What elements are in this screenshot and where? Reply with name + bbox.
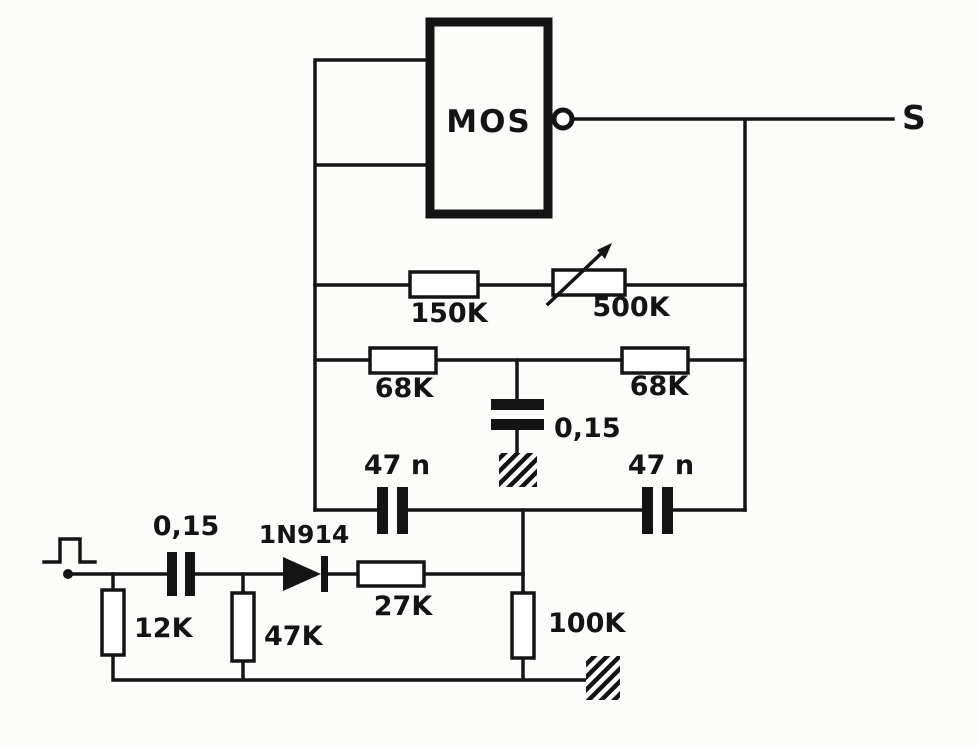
variable-arrow-icon — [545, 244, 611, 307]
diode-1n914-label: 1N914 — [259, 520, 350, 549]
resistor-12k-label: 12K — [134, 613, 194, 644]
variable-arrowhead-icon — [597, 243, 612, 259]
resistor-150k: 150K — [408, 270, 489, 329]
capacitor-47n-right: 47 n — [628, 450, 694, 534]
wire-rows — [313, 283, 747, 512]
capacitor-plate — [662, 487, 673, 534]
capacitor-47n-right-label: 47 n — [628, 450, 694, 481]
resistor-500k-body — [551, 268, 627, 297]
resistor-68k-left-body — [368, 346, 438, 375]
diode-1n914: 1N914 — [259, 520, 350, 592]
capacitor-plate — [167, 552, 177, 596]
capacitor-015-input-label: 0,15 — [153, 511, 220, 542]
capacitor-plate — [397, 487, 408, 534]
diode-triangle-icon — [283, 557, 321, 591]
resistor-47k: 47K — [230, 591, 324, 663]
capacitor-plate — [377, 487, 388, 534]
resistor-12k: 12K — [100, 588, 194, 657]
resistor-27k-body — [356, 560, 426, 588]
wire-output — [570, 117, 895, 512]
pulse-input — [42, 537, 97, 579]
mos-gate-body — [425, 17, 553, 219]
resistor-68k-right-label: 68K — [630, 371, 690, 402]
resistor-500k-variable: 500K — [545, 243, 671, 323]
resistor-12k-body — [100, 588, 126, 657]
capacitor-plate — [642, 487, 653, 534]
resistor-100k-label: 100K — [548, 608, 626, 639]
ground-symbol — [586, 656, 620, 700]
resistor-500k-label: 500K — [592, 292, 670, 323]
resistor-100k-body — [510, 591, 536, 660]
resistor-68k-right: 68K — [620, 346, 690, 402]
wire-bottom-net — [111, 572, 590, 682]
capacitor-47n-left-label: 47 n — [364, 450, 430, 481]
inverter-bubble-icon — [551, 107, 575, 131]
resistor-27k-label: 27K — [374, 591, 434, 622]
output-terminal-label: S — [902, 98, 926, 137]
resistor-47k-body — [230, 591, 256, 663]
wire-net — [66, 58, 895, 682]
capacitor-plate — [491, 419, 544, 430]
capacitor-47n-left: 47 n — [364, 450, 430, 534]
pulse-waveform-icon — [42, 537, 97, 564]
resistor-100k: 100K — [510, 591, 626, 660]
mos-gate-label: MOS — [446, 104, 532, 140]
capacitor-015-ground: 0,15 — [491, 399, 621, 487]
capacitor-015-ground-label: 0,15 — [554, 413, 621, 444]
resistor-27k: 27K — [356, 560, 434, 622]
resistor-68k-left: 68K — [368, 346, 438, 404]
input-terminal-dot — [63, 569, 73, 579]
resistor-68k-right-body — [620, 346, 690, 375]
ground-symbol — [499, 453, 537, 487]
capacitor-plate — [491, 399, 544, 410]
diode-cathode-bar — [321, 556, 328, 592]
resistor-47k-label: 47K — [264, 621, 324, 652]
resistor-150k-body — [408, 270, 480, 299]
capacitor-015-input: 0,15 — [153, 511, 220, 596]
mos-gate: MOS — [425, 17, 575, 219]
resistor-68k-left-label: 68K — [375, 373, 435, 404]
resistor-150k-label: 150K — [410, 298, 488, 329]
capacitor-plate — [185, 552, 195, 596]
